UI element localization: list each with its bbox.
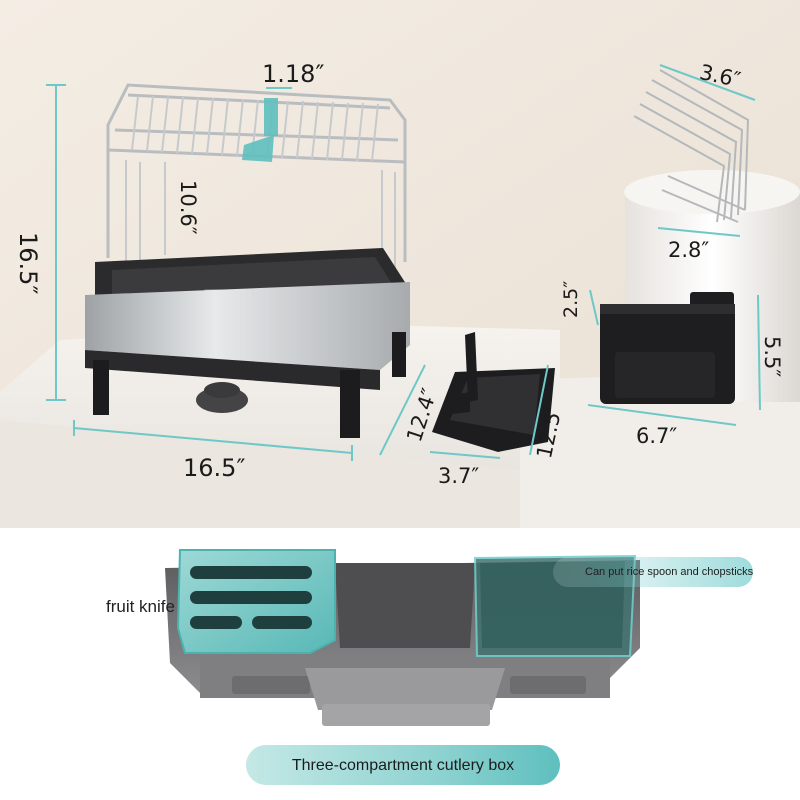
board-holder [633, 69, 750, 223]
caption-pill [246, 745, 560, 785]
dish-rack-scene [0, 0, 800, 528]
cylinder-top [624, 170, 800, 214]
fruit-knife-label: fruit knife [106, 597, 175, 616]
knife-slot [252, 616, 312, 629]
caption-text: Three-compartment cutlery box [291, 757, 515, 774]
counter-front [0, 420, 520, 528]
dim-slot-spacing: 1.18″ [262, 60, 325, 88]
dim-rack-height: 16.5″ [14, 232, 42, 295]
utensil-tray [432, 332, 555, 452]
dim-upper-height: 10.6″ [176, 180, 200, 235]
pedestal-right [520, 370, 800, 528]
dim-board-base: 2.8″ [668, 238, 710, 262]
rack-leg [340, 370, 360, 438]
slot-spacing-highlight [242, 135, 274, 162]
dim-caddy-height: 5.5″ [760, 336, 784, 378]
dim-tray-width: 3.7″ [438, 464, 480, 488]
dish-rack [85, 83, 410, 438]
cutlery-box [165, 549, 640, 726]
dim-caddy-small: 2.5″ [560, 280, 582, 318]
callout-text: Can put rice spoon and chopsticks [585, 566, 754, 578]
dim-caddy-width: 6.7″ [636, 424, 678, 448]
rack-leg [392, 332, 406, 377]
dimension-lines [46, 64, 761, 461]
rack-leg [93, 360, 109, 415]
cutlery-box-scene [165, 549, 640, 726]
knife-slot [190, 616, 242, 629]
dim-rack-width: 16.5″ [183, 454, 246, 482]
slot-spacing-highlight [264, 98, 278, 136]
knife-slot [190, 566, 312, 579]
steel-basin [85, 282, 410, 370]
knife-slot [190, 591, 312, 604]
callout-pill [553, 557, 753, 587]
knife-caddy [600, 292, 735, 404]
